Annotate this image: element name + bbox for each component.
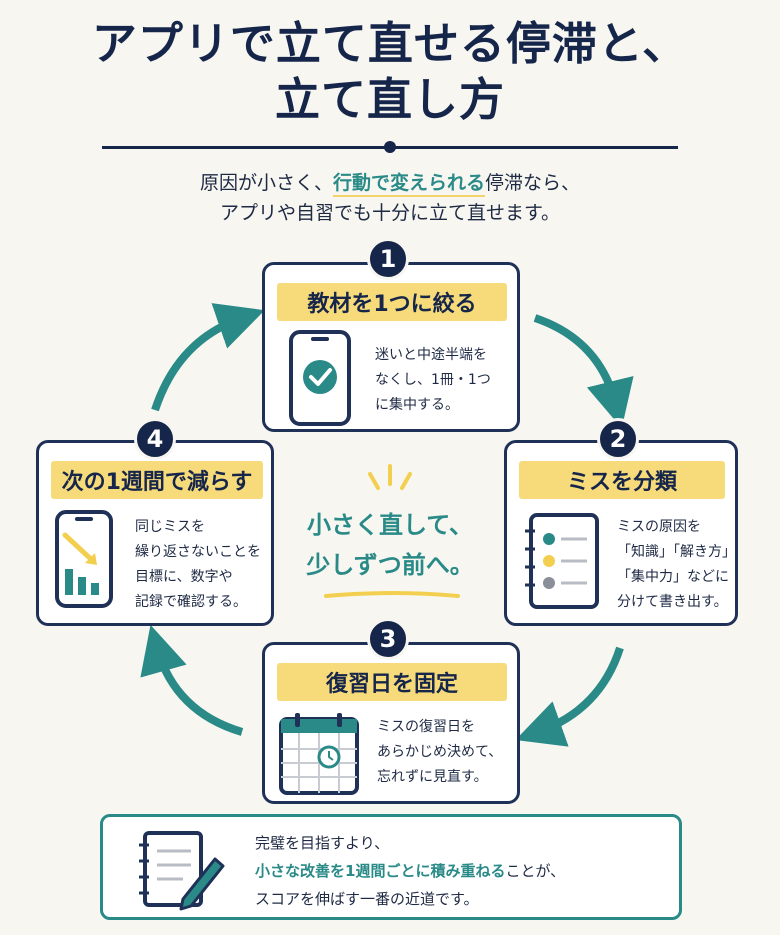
step-title-2: ミスを分類 bbox=[519, 461, 725, 499]
summary-line-2: 小さな改善を1週間ごとに積み重ねることが、 bbox=[255, 857, 565, 885]
arrow-2-to-3 bbox=[515, 646, 624, 747]
step-title-4: 次の1週間で減らす bbox=[51, 461, 263, 499]
intro-line-2: アプリや自習でも十分に立て直せます。 bbox=[219, 202, 561, 224]
step-title-3: 復習日を固定 bbox=[277, 663, 507, 701]
step-2-line: 「知識」「解き方」 bbox=[617, 544, 736, 560]
divider-dot bbox=[384, 141, 396, 153]
step-2-line: 「集中力」などに bbox=[617, 569, 729, 585]
step-badge-3: 3 bbox=[367, 618, 409, 660]
step-2-line: 分けて書き出す。 bbox=[617, 594, 728, 610]
notepad-pencil-icon bbox=[139, 831, 225, 911]
step-card-2: ミスを分類 ミスの原因を 「知識」「解き方」 「集中力」などに 分けて書き出す。 bbox=[504, 440, 738, 626]
summary-line-3: スコアを伸ばす一番の近道です。 bbox=[255, 890, 479, 908]
summary-line-2-rest: ことが、 bbox=[505, 862, 566, 880]
step-1-line: なくし、1冊・1つ bbox=[375, 372, 491, 388]
summary-line-1: 完璧を目指すより、 bbox=[255, 834, 390, 852]
step-4-line: 同じミスを bbox=[135, 519, 205, 535]
step-4-line: 記録で確認する。 bbox=[135, 594, 247, 610]
center-message: 小さく直して、 少しずつ前へ。 bbox=[290, 505, 490, 585]
step-2-line: ミスの原因を bbox=[617, 519, 701, 535]
arrow-4-to-1 bbox=[151, 303, 265, 412]
title-line-1: アプリで立て直せる停滞と、 bbox=[91, 17, 689, 70]
arrow-3-to-4 bbox=[140, 624, 244, 736]
step-text-3: ミスの復習日を あらかじめ決めて、 忘れずに見直す。 bbox=[377, 715, 502, 790]
summary-text: 完璧を目指すより、 小さな改善を1週間ごとに積み重ねることが、 スコアを伸ばす一… bbox=[255, 829, 565, 913]
step-3-line: 忘れずに見直す。 bbox=[377, 769, 488, 785]
intro-line-1: 原因が小さく、行動で変えられる停滞なら、 bbox=[0, 168, 780, 198]
summary-box: 完璧を目指すより、 小さな改善を1週間ごとに積み重ねることが、 スコアを伸ばす一… bbox=[100, 814, 682, 920]
step-text-4: 同じミスを 繰り返さないことを 目標に、数字や 記録で確認する。 bbox=[135, 515, 261, 615]
step-badge-4: 4 bbox=[134, 418, 176, 460]
step-badge-1: 1 bbox=[367, 238, 409, 280]
step-card-1: 教材を1つに絞る 迷いと中途半端を なくし、1冊・1つ に集中する。 bbox=[262, 262, 520, 432]
center-line-1: 小さく直して、 bbox=[306, 511, 474, 539]
step-3-line: ミスの復習日を bbox=[377, 719, 475, 735]
intro-text: 原因が小さく、行動で変えられる停滞なら、 アプリや自習でも十分に立て直せます。 bbox=[0, 168, 780, 228]
intro-part-1: 原因が小さく、 bbox=[199, 172, 333, 194]
notebook-list-icon bbox=[525, 513, 599, 609]
step-text-2: ミスの原因を 「知識」「解き方」 「集中力」などに 分けて書き出す。 bbox=[617, 515, 736, 615]
center-line-2: 少しずつ前へ。 bbox=[306, 551, 474, 579]
step-title-1: 教材を1つに絞る bbox=[277, 283, 507, 321]
step-card-3: 復習日を固定 ミスの復習日を あらかじめ決めて、 忘れずに見直す。 bbox=[262, 642, 520, 804]
center-underline bbox=[324, 591, 460, 598]
intro-highlight: 行動で変えられる bbox=[332, 172, 485, 197]
step-badge-2: 2 bbox=[597, 418, 639, 460]
step-4-line: 目標に、数字や bbox=[135, 569, 233, 585]
step-1-line: 迷いと中途半端を bbox=[375, 347, 487, 363]
step-3-line: あらかじめ決めて、 bbox=[377, 744, 503, 760]
phone-chart-icon bbox=[55, 510, 113, 608]
summary-highlight: 小さな改善を1週間ごとに積み重ねる bbox=[255, 862, 506, 880]
step-card-4: 次の1週間で減らす 同じミスを 繰り返さないことを 目標に、数字や 記録で確認す… bbox=[36, 440, 274, 626]
sparkle-icon bbox=[368, 464, 412, 490]
phone-check-icon bbox=[289, 330, 351, 426]
step-1-line: に集中する。 bbox=[375, 397, 459, 413]
page-title: アプリで立て直せる停滞と、 立て直し方 bbox=[0, 16, 780, 128]
arrow-1-to-2 bbox=[533, 314, 634, 429]
calendar-clock-icon bbox=[279, 713, 359, 795]
intro-part-2: 停滞なら、 bbox=[485, 172, 581, 194]
step-4-line: 繰り返さないことを bbox=[135, 544, 261, 560]
title-line-2: 立て直し方 bbox=[274, 73, 505, 126]
step-text-1: 迷いと中途半端を なくし、1冊・1つ に集中する。 bbox=[375, 343, 491, 418]
